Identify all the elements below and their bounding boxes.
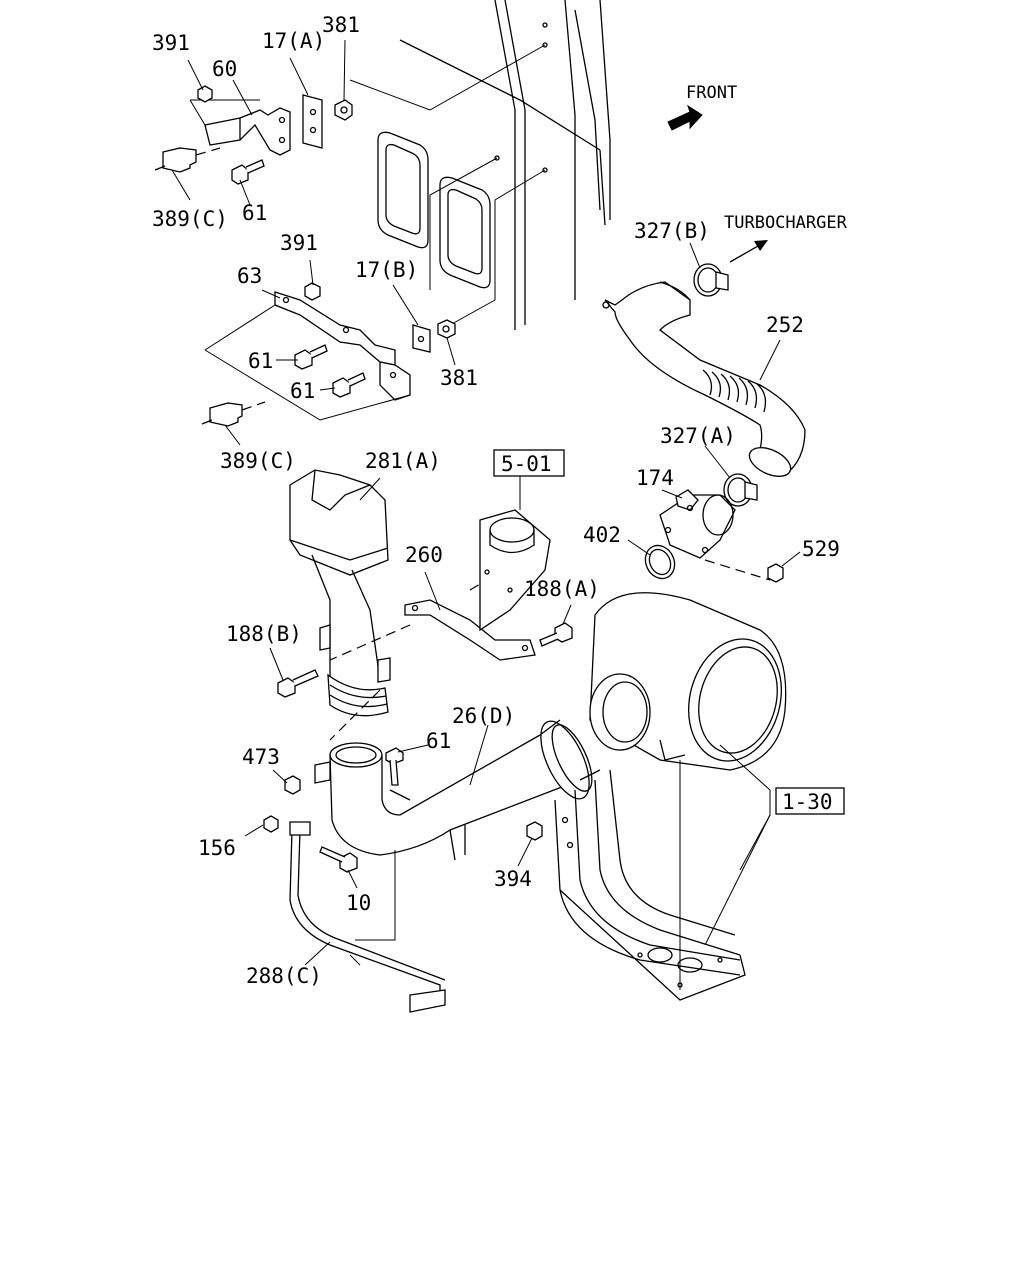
mount-389c-b bbox=[201, 401, 266, 427]
bolt-61c bbox=[332, 372, 366, 398]
clamp-327a bbox=[723, 473, 758, 507]
nut-473 bbox=[284, 775, 301, 795]
turbocharger-annotation: TURBOCHARGER bbox=[724, 213, 848, 233]
label-501: 5-01 bbox=[501, 452, 552, 476]
intake-pipe-26d bbox=[314, 689, 601, 861]
nut-381b bbox=[437, 319, 456, 339]
label-394: 394 bbox=[494, 867, 532, 891]
label-174: 174 bbox=[636, 466, 674, 490]
upper-bracket-60 bbox=[189, 99, 291, 156]
bolt-61d bbox=[385, 747, 404, 786]
bracket-63 bbox=[204, 291, 411, 421]
bolt-61b bbox=[294, 344, 328, 370]
label-188a: 188(A) bbox=[524, 577, 600, 601]
label-box-130 bbox=[775, 787, 845, 815]
air-cleaner-130 bbox=[554, 592, 787, 1001]
nut-391b bbox=[304, 282, 321, 301]
bracket-17a bbox=[302, 94, 323, 149]
bolt-61a bbox=[231, 159, 265, 185]
label-60: 60 bbox=[212, 57, 237, 81]
label-327b: 327(B) bbox=[634, 219, 710, 243]
label-130: 1-30 bbox=[782, 790, 833, 814]
nut-381a bbox=[334, 99, 353, 121]
label-381: 381 bbox=[322, 13, 360, 37]
label-63: 63 bbox=[237, 264, 262, 288]
bolt-188b bbox=[277, 669, 319, 698]
label-61: 61 bbox=[242, 201, 267, 225]
label-529: 529 bbox=[802, 537, 840, 561]
turbo-arrow-icon bbox=[729, 240, 768, 263]
leader-lines bbox=[171, 39, 801, 966]
label-288c: 288(C) bbox=[246, 964, 322, 988]
nut-529 bbox=[767, 563, 784, 583]
label-26d: 26(D) bbox=[452, 704, 515, 728]
mount-389c-a bbox=[154, 147, 221, 173]
nut-391a bbox=[197, 85, 213, 103]
label-252: 252 bbox=[766, 313, 804, 337]
label-188b: 188(B) bbox=[226, 622, 302, 646]
connector-174 bbox=[659, 489, 736, 559]
nut-394 bbox=[526, 821, 543, 841]
bolt-188a bbox=[539, 622, 573, 647]
label-61: 61 bbox=[426, 729, 451, 753]
label-17a: 17(A) bbox=[262, 29, 325, 53]
label-box-501 bbox=[493, 449, 565, 477]
hose-252 bbox=[602, 281, 806, 477]
gasket-402 bbox=[644, 544, 771, 581]
label-391: 391 bbox=[152, 31, 190, 55]
label-327a: 327(A) bbox=[660, 424, 736, 448]
cab-panel bbox=[349, 0, 611, 330]
label-61: 61 bbox=[248, 349, 273, 373]
label-260: 260 bbox=[405, 543, 443, 567]
label-389c: 389(C) bbox=[220, 449, 296, 473]
clamp-327b bbox=[693, 263, 729, 297]
label-281a: 281(A) bbox=[365, 449, 441, 473]
label-61: 61 bbox=[290, 379, 315, 403]
label-381: 381 bbox=[440, 366, 478, 390]
bracket-17b bbox=[412, 324, 431, 353]
label-156: 156 bbox=[198, 836, 236, 860]
bolt-10 bbox=[319, 846, 358, 873]
label-17b: 17(B) bbox=[355, 258, 418, 282]
front-arrow-icon bbox=[667, 104, 703, 131]
bracket-288c bbox=[289, 821, 446, 1013]
label-402: 402 bbox=[583, 523, 621, 547]
label-473: 473 bbox=[242, 745, 280, 769]
front-annotation: FRONT bbox=[686, 83, 737, 103]
label-10: 10 bbox=[346, 891, 371, 915]
nut-156 bbox=[263, 815, 279, 833]
part-labels: 391 60 17(A) 381 389(C) 61 391 63 17(B) … bbox=[152, 13, 848, 988]
label-391: 391 bbox=[280, 231, 318, 255]
label-389c: 389(C) bbox=[152, 207, 228, 231]
reservoir-501 bbox=[479, 475, 551, 632]
